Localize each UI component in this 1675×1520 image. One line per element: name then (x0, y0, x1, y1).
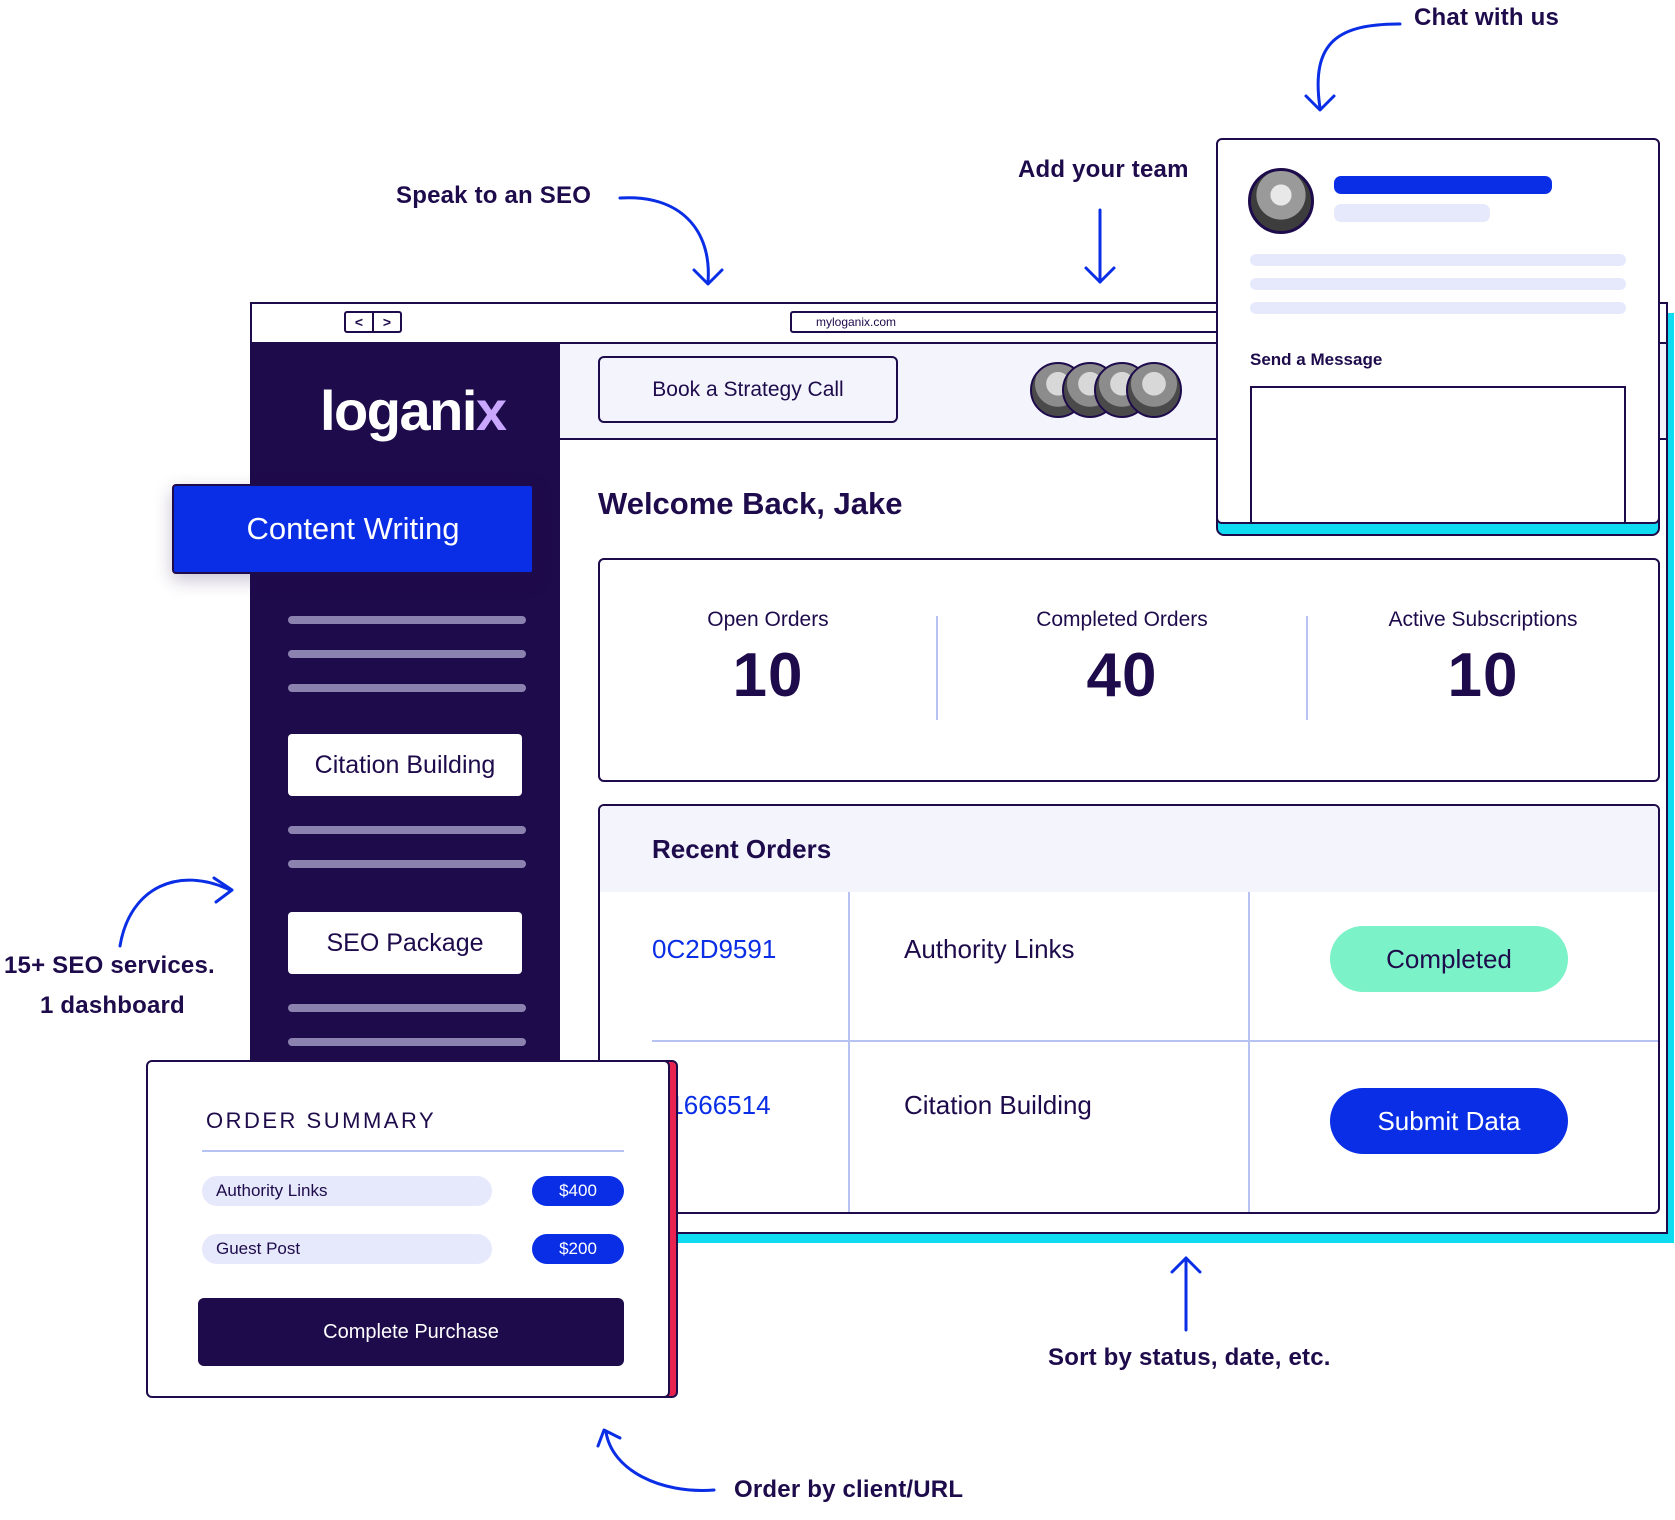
stat-label: Open Orders (707, 608, 829, 631)
logo-text: logani (320, 379, 477, 442)
sidebar-placeholder-line (288, 1038, 526, 1046)
sidebar-item-seo-package[interactable]: SEO Package (288, 912, 522, 974)
order-service: Citation Building (904, 1090, 1092, 1120)
forward-icon[interactable]: > (372, 313, 400, 331)
summary-item-name: Authority Links (202, 1176, 492, 1206)
summary-item-price: $400 (532, 1176, 624, 1206)
chat-message-placeholder (1250, 302, 1626, 314)
sidebar-item-content-writing[interactable]: Content Writing (172, 484, 534, 574)
annotation-chat-with-us: Chat with us (1414, 4, 1560, 31)
stat-value: 10 (732, 641, 804, 710)
book-strategy-call-button[interactable]: Book a Strategy Call (598, 356, 898, 423)
column-divider (1248, 892, 1250, 1212)
annotation-speak-to-seo: Speak to an SEO (396, 182, 592, 209)
chat-card: Send a Message (1216, 138, 1660, 524)
annotation-sort-by-status: Sort by status, date, etc. (1048, 1344, 1331, 1371)
order-summary-divider (202, 1150, 624, 1152)
order-summary-card: ORDER SUMMARY Authority Links $400 Guest… (146, 1060, 670, 1398)
chat-name-placeholder (1334, 176, 1552, 194)
stat-active-subscriptions: Active Subscriptions 10 (1308, 560, 1658, 780)
stat-divider (1306, 616, 1308, 720)
logo: loganix (320, 378, 507, 443)
column-divider (848, 892, 850, 1212)
recent-orders-title: Recent Orders (652, 834, 832, 864)
sidebar-placeholder-line (288, 616, 526, 624)
sidebar-placeholder-line (288, 1004, 526, 1012)
summary-item-price: $200 (532, 1234, 624, 1264)
sidebar-placeholder-line (288, 650, 526, 658)
status-badge-completed[interactable]: Completed (1330, 926, 1568, 992)
stat-value: 40 (1086, 641, 1158, 710)
summary-item-name: Guest Post (202, 1234, 492, 1264)
stats-card: Open Orders 10 Completed Orders 40 Activ… (598, 558, 1660, 782)
stat-value: 10 (1447, 641, 1519, 710)
chat-message-placeholder (1250, 254, 1626, 266)
chat-subtitle-placeholder (1334, 204, 1490, 222)
sidebar-item-citation-building[interactable]: Citation Building (288, 734, 522, 796)
stat-divider (936, 616, 938, 720)
order-summary-title: ORDER SUMMARY (206, 1108, 437, 1133)
avatar (1126, 362, 1182, 418)
complete-purchase-button[interactable]: Complete Purchase (198, 1298, 624, 1366)
sidebar-placeholder-line (288, 826, 526, 834)
stat-completed-orders: Completed Orders 40 (938, 560, 1306, 780)
submit-data-button[interactable]: Submit Data (1330, 1088, 1568, 1154)
recent-orders-table: Recent Orders 0C2D9591 Authority Links C… (598, 804, 1660, 1214)
row-divider (652, 1040, 1658, 1042)
order-id-link[interactable]: 0C2D9591 (652, 934, 777, 964)
back-icon[interactable]: < (354, 314, 364, 330)
order-service: Authority Links (904, 934, 1075, 964)
annotation-add-your-team: Add your team (1018, 156, 1189, 183)
stat-label: Active Subscriptions (1388, 608, 1578, 631)
sidebar-placeholder-line (288, 860, 526, 868)
nav-buttons: < > (344, 311, 402, 333)
annotation-seo-services: 15+ SEO services. (4, 952, 215, 979)
recent-orders-header: Recent Orders (600, 806, 1658, 892)
stat-label: Completed Orders (1036, 608, 1208, 631)
annotation-order-by-client: Order by client/URL (734, 1476, 964, 1503)
avatar (1248, 168, 1314, 234)
sidebar-placeholder-line (288, 684, 526, 692)
logo-accent: x (475, 379, 507, 442)
send-message-label: Send a Message (1250, 350, 1383, 369)
annotation-one-dashboard: 1 dashboard (40, 992, 185, 1019)
chat-message-placeholder (1250, 278, 1626, 290)
welcome-heading: Welcome Back, Jake (598, 486, 903, 521)
message-input[interactable] (1250, 386, 1626, 522)
stat-open-orders: Open Orders 10 (600, 560, 936, 780)
team-avatars[interactable] (1030, 362, 1190, 418)
